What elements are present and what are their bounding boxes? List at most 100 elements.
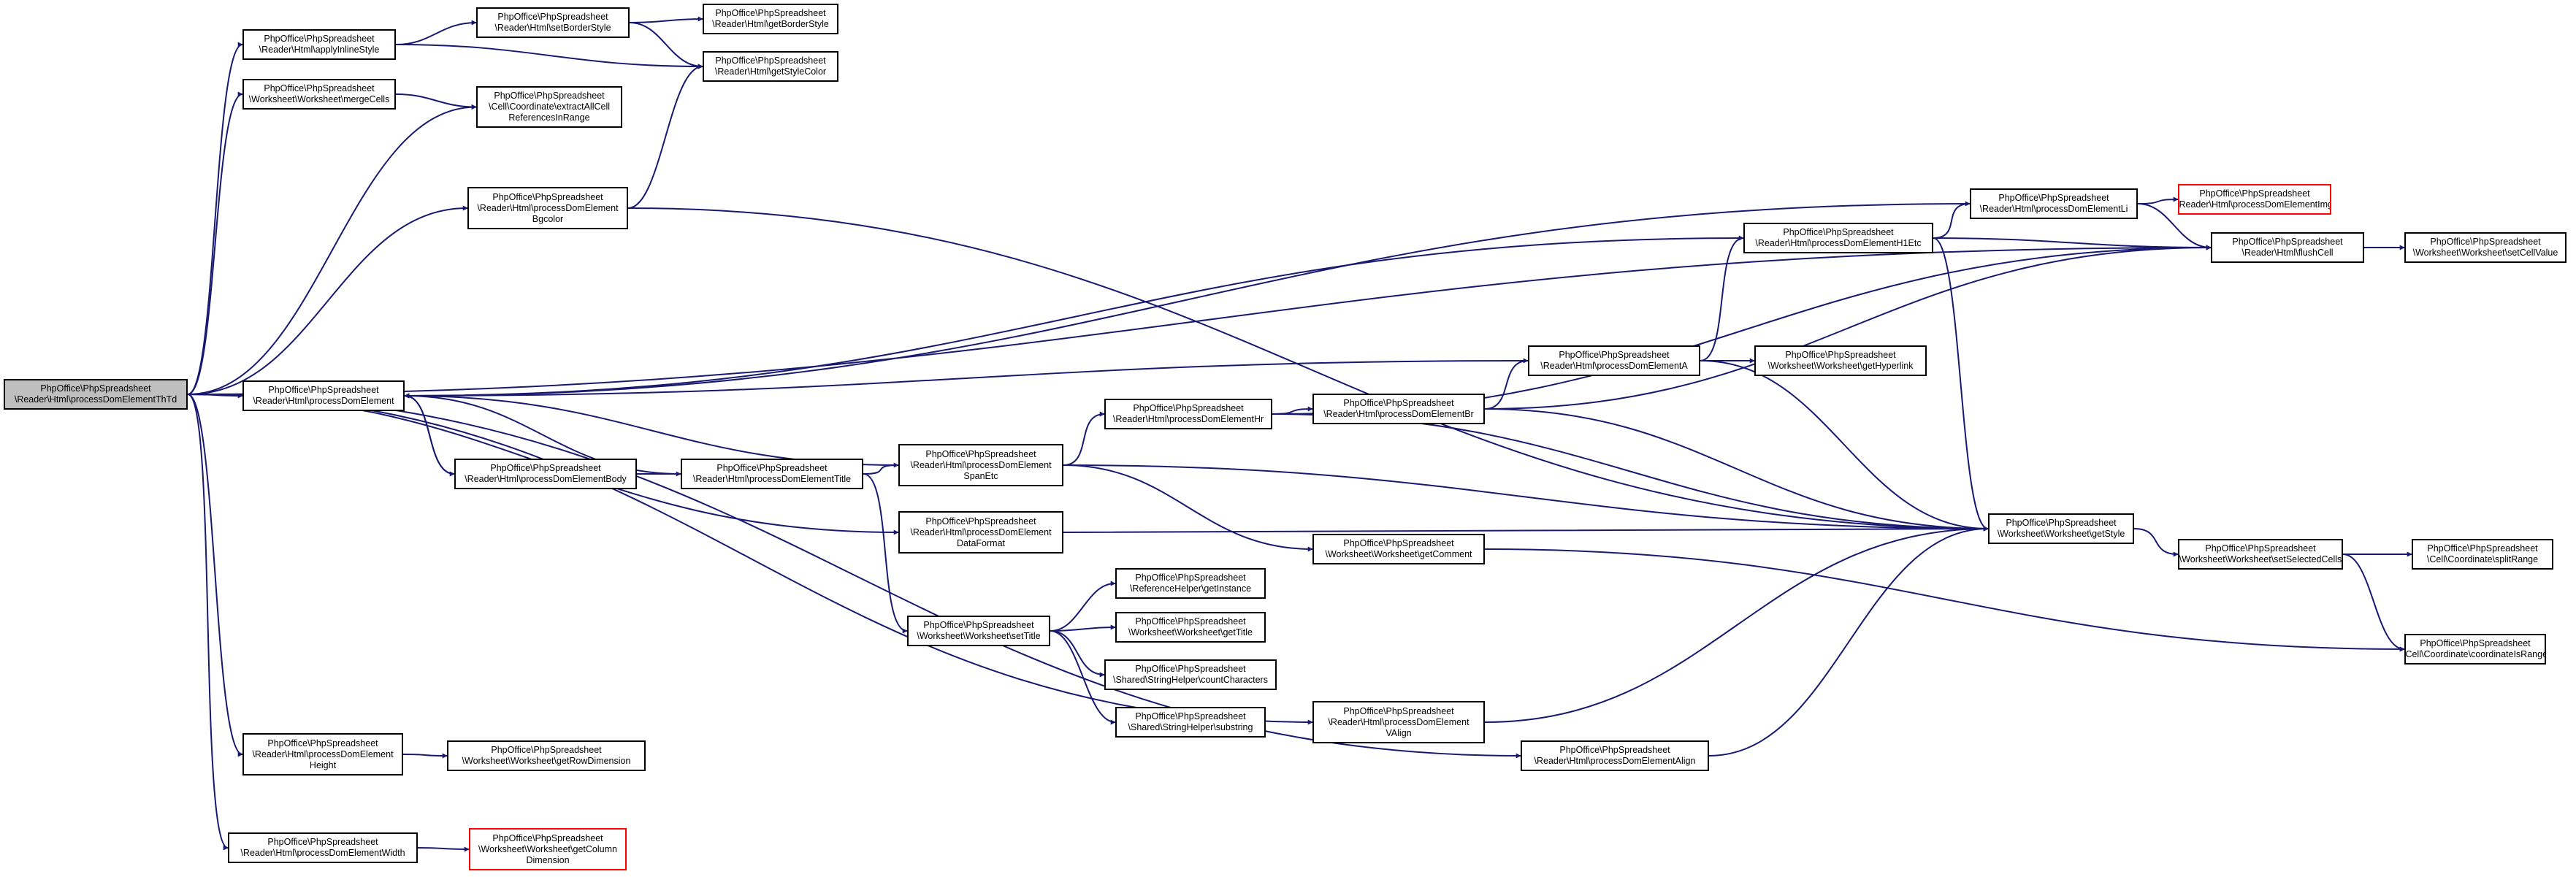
edge-n7-to-n4 [627, 64, 703, 209]
node-process-dom-element-th-td[interactable]: PhpOffice\PhpSpreadsheet \Reader\Html\pr… [4, 379, 188, 410]
node-get-instance[interactable]: PhpOffice\PhpSpreadsheet \ReferenceHelpe… [1115, 568, 1266, 599]
node-label-line: \Reader\Html\processDomElementBr [1323, 409, 1474, 419]
node-process-dom-element-img[interactable]: PhpOffice\PhpSpreadsheet \Reader\Html\pr… [2178, 184, 2331, 215]
edge-n34-to-n35 [402, 753, 448, 759]
node-label-line: PhpOffice\PhpSpreadsheet [715, 55, 826, 66]
edge-n33-to-n21 [1708, 526, 1989, 757]
node-split-range[interactable]: PhpOffice\PhpSpreadsheet \Cell\Coordinat… [2412, 539, 2553, 570]
node-label-line: PhpOffice\PhpSpreadsheet [2199, 188, 2310, 199]
node-process-dom-element-width[interactable]: PhpOffice\PhpSpreadsheet \Reader\Html\pr… [228, 832, 418, 863]
node-label-line: PhpOffice\PhpSpreadsheet [2205, 543, 2316, 554]
edge-n28-to-n29 [1050, 624, 1116, 632]
edge-n0-to-n32 [187, 394, 1313, 725]
edge-n36-to-n37 [417, 846, 470, 852]
node-label-line: PhpOffice\PhpSpreadsheet [2006, 518, 2117, 528]
node-label-line: PhpOffice\PhpSpreadsheet [1559, 350, 1670, 360]
node-label-line: \Reader\Html\getBorderStyle [712, 19, 829, 29]
node-apply-inline-style[interactable]: PhpOffice\PhpSpreadsheet \Reader\Html\ap… [242, 29, 396, 60]
node-label-line: \Reader\Html\processDomElementA [1540, 361, 1688, 371]
node-process-dom-element-hr[interactable]: PhpOffice\PhpSpreadsheet \Reader\Html\pr… [1104, 399, 1272, 429]
node-coordinate-is-range[interactable]: PhpOffice\PhpSpreadsheet \Cell\Coordinat… [2404, 634, 2546, 665]
node-label-line: PhpOffice\PhpSpreadsheet [1135, 664, 1246, 674]
node-get-border-style[interactable]: PhpOffice\PhpSpreadsheet \Reader\Html\ge… [703, 4, 838, 34]
node-process-dom-element-title[interactable]: PhpOffice\PhpSpreadsheet \Reader\Html\pr… [681, 459, 863, 489]
node-label-line: PhpOffice\PhpSpreadsheet [40, 383, 151, 394]
node-label-line: \Worksheet\Worksheet\getTitle [1128, 627, 1253, 637]
node-get-style[interactable]: PhpOffice\PhpSpreadsheet \Worksheet\Work… [1988, 513, 2134, 544]
node-process-dom-element-align[interactable]: PhpOffice\PhpSpreadsheet \Reader\Html\pr… [1521, 740, 1709, 771]
edge-n17-to-n13 [1484, 358, 1529, 410]
node-process-dom-element-data-format[interactable]: PhpOffice\PhpSpreadsheet \Reader\Html\pr… [898, 511, 1063, 554]
node-set-selected-cells[interactable]: PhpOffice\PhpSpreadsheet \Worksheet\Work… [2178, 539, 2343, 570]
node-process-dom-element-a[interactable]: PhpOffice\PhpSpreadsheet \Reader\Html\pr… [1528, 345, 1700, 376]
edge-n18-to-n21 [1063, 464, 1989, 532]
edge-n0-to-n33 [187, 394, 1521, 759]
node-label-line: PhpOffice\PhpSpreadsheet [925, 448, 1036, 459]
node-label-line: PhpOffice\PhpSpreadsheet [2427, 543, 2538, 554]
edge-n10-to-n21 [1933, 237, 1989, 532]
node-label-line: \Reader\Html\applyInlineStyle [259, 45, 380, 55]
node-process-dom-element-span-etc[interactable]: PhpOffice\PhpSpreadsheet \Reader\Html\pr… [898, 444, 1063, 486]
node-label-line: PhpOffice\PhpSpreadsheet [1135, 711, 1246, 721]
node-substring[interactable]: PhpOffice\PhpSpreadsheet \Shared\StringH… [1115, 707, 1266, 738]
node-merge-cells[interactable]: PhpOffice\PhpSpreadsheet \Worksheet\Work… [242, 79, 396, 110]
node-get-style-color[interactable]: PhpOffice\PhpSpreadsheet \Reader\Html\ge… [703, 51, 838, 82]
edge-n8-to-n11 [2137, 203, 2212, 250]
node-process-dom-element[interactable]: PhpOffice\PhpSpreadsheet \Reader\Html\pr… [242, 380, 405, 411]
edge-n13-to-n21 [1700, 360, 1989, 532]
edge-n0-to-n34 [187, 394, 243, 757]
node-count-characters[interactable]: PhpOffice\PhpSpreadsheet \Shared\StringH… [1104, 659, 1277, 690]
node-flush-cell[interactable]: PhpOffice\PhpSpreadsheet \Reader\Html\fl… [2211, 232, 2364, 263]
node-label-line: PhpOffice\PhpSpreadsheet [1559, 745, 1670, 755]
edge-n1-to-n4 [395, 44, 703, 69]
edge-n0-to-n1 [187, 42, 243, 395]
edge-n28-to-n31 [1050, 630, 1116, 725]
node-label-line: \Reader\Html\setBorderStyle [494, 23, 611, 33]
node-process-dom-element-bgcolor[interactable]: PhpOffice\PhpSpreadsheet \Reader\Html\pr… [467, 187, 628, 229]
node-extract-all-cell-references-in-range[interactable]: PhpOffice\PhpSpreadsheet \Cell\Coordinat… [476, 86, 622, 128]
node-label-line: PhpOffice\PhpSpreadsheet [1135, 572, 1246, 583]
node-process-dom-element-br[interactable]: PhpOffice\PhpSpreadsheet \Reader\Html\pr… [1312, 394, 1485, 424]
edge-n17-to-n21 [1484, 408, 1989, 532]
node-label-line: \Cell\Coordinate\coordinateIsRange [2404, 649, 2546, 659]
node-label-line: ReferencesInRange [508, 112, 590, 123]
node-process-dom-element-body[interactable]: PhpOffice\PhpSpreadsheet \Reader\Html\pr… [454, 459, 637, 489]
node-label-line: \Worksheet\Worksheet\mergeCells [248, 94, 390, 104]
node-get-comment[interactable]: PhpOffice\PhpSpreadsheet \Worksheet\Work… [1312, 534, 1485, 564]
node-set-cell-value[interactable]: PhpOffice\PhpSpreadsheet \Worksheet\Work… [2404, 232, 2567, 263]
node-process-dom-element-h1-etc[interactable]: PhpOffice\PhpSpreadsheet \Reader\Html\pr… [1743, 223, 1933, 253]
node-label-line: \Worksheet\Worksheet\setTitle [917, 631, 1041, 641]
node-label-line: \Reader\Html\processDomElementTitle [692, 474, 852, 484]
node-label-line: PhpOffice\PhpSpreadsheet [267, 738, 378, 748]
node-label-line: PhpOffice\PhpSpreadsheet [715, 8, 826, 18]
node-label-line: \Reader\Html\processDomElement [253, 396, 394, 406]
node-set-title[interactable]: PhpOffice\PhpSpreadsheet \Worksheet\Work… [907, 616, 1050, 646]
node-label-line: PhpOffice\PhpSpreadsheet [716, 463, 828, 473]
edge-n21-to-n24 [2133, 528, 2179, 557]
node-get-column-dimension[interactable]: PhpOffice\PhpSpreadsheet \Worksheet\Work… [469, 828, 627, 870]
node-get-row-dimension[interactable]: PhpOffice\PhpSpreadsheet \Worksheet\Work… [447, 740, 646, 771]
node-label-line: Dimension [526, 854, 570, 865]
edge-n13-to-n10 [1700, 235, 1744, 361]
edge-n18-to-n16 [1063, 411, 1105, 466]
node-set-border-style[interactable]: PhpOffice\PhpSpreadsheet \Reader\Html\se… [476, 7, 630, 38]
node-process-dom-element-height[interactable]: PhpOffice\PhpSpreadsheet \Reader\Html\pr… [242, 733, 403, 775]
node-label-line: \Worksheet\Worksheet\getHyperlink [1767, 361, 1914, 371]
node-get-hyperlink[interactable]: PhpOffice\PhpSpreadsheet \Worksheet\Work… [1754, 345, 1927, 376]
node-process-dom-element-valign[interactable]: PhpOffice\PhpSpreadsheet \Reader\Html\pr… [1312, 701, 1485, 743]
node-label-line: Bgcolor [532, 213, 564, 224]
edge-n13-to-n15 [404, 360, 1529, 399]
node-label-line: VAlign [1386, 727, 1412, 738]
node-label-line: PhpOffice\PhpSpreadsheet [491, 745, 602, 755]
edge-n0-to-n11 [187, 245, 2212, 395]
edge-n0-to-n36 [187, 394, 229, 851]
node-process-dom-element-li[interactable]: PhpOffice\PhpSpreadsheet \Reader\Html\pr… [1970, 188, 2138, 219]
node-label-line: \Shared\StringHelper\substring [1128, 722, 1253, 732]
node-label-line: \Worksheet\Worksheet\getRowDimension [462, 756, 631, 766]
node-get-title[interactable]: PhpOffice\PhpSpreadsheet \Worksheet\Work… [1115, 612, 1266, 643]
edge-n7-to-n21 [627, 207, 1989, 532]
node-label-line: PhpOffice\PhpSpreadsheet [2420, 638, 2531, 648]
edge-n8-to-n15 [404, 203, 1971, 399]
node-label-line: PhpOffice\PhpSpreadsheet [268, 385, 379, 395]
edge-n0-to-n5 [187, 91, 243, 395]
